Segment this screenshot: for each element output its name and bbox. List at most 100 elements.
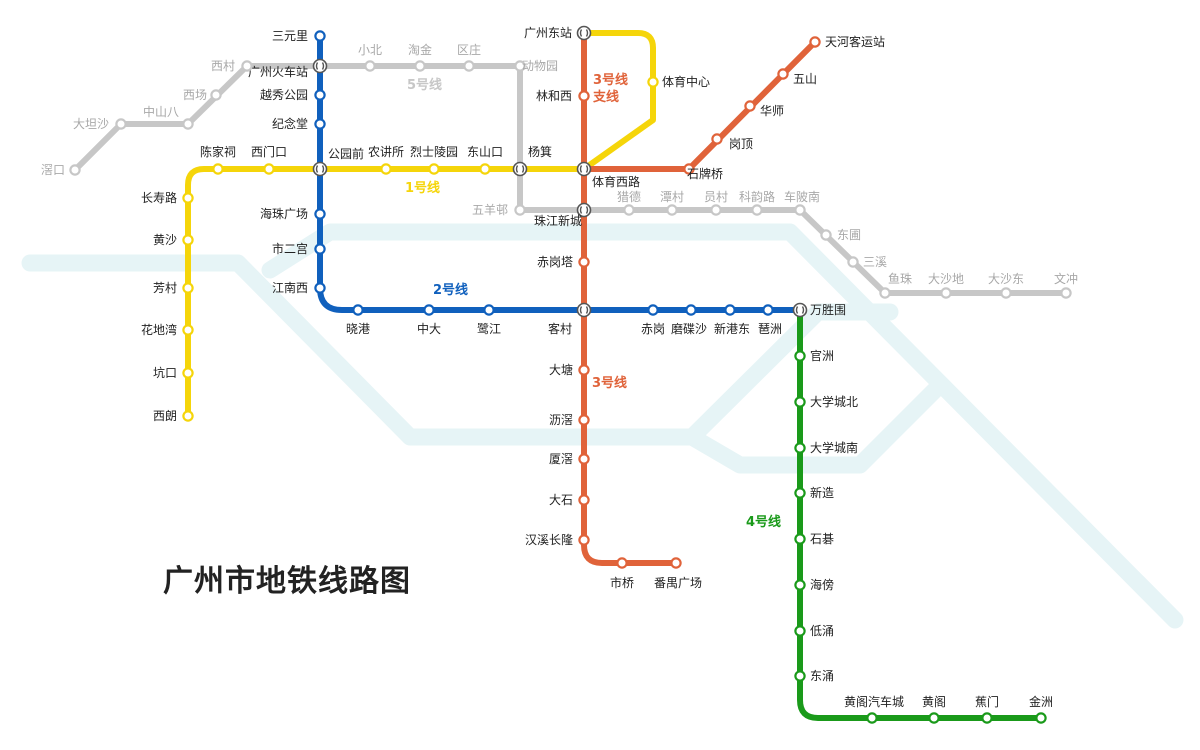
station-xingangdong[interactable]: 新港东 bbox=[714, 304, 750, 336]
station-nongjiangsuo[interactable]: 农讲所 bbox=[368, 144, 404, 175]
station-univ-south[interactable]: 大学城南 bbox=[794, 440, 858, 455]
station-dongshankou[interactable]: 东山口 bbox=[467, 145, 503, 175]
station-marker-icon bbox=[241, 60, 253, 72]
station-huangge-auto[interactable]: 黄阁汽车城 bbox=[844, 694, 904, 724]
station-dashi[interactable]: 大石 bbox=[549, 493, 590, 507]
station-marker-icon bbox=[940, 287, 952, 299]
station-kengkou[interactable]: 坑口 bbox=[153, 365, 194, 380]
station-zoo[interactable]: 动物园 bbox=[514, 59, 558, 73]
station-shipaiqiao[interactable]: 石牌桥 bbox=[683, 163, 723, 181]
station-huadiwan[interactable]: 花地湾 bbox=[141, 322, 194, 337]
station-marker-icon bbox=[578, 256, 590, 268]
station-dongchong[interactable]: 东涌 bbox=[794, 669, 834, 683]
station-wanshengwei[interactable]: 万胜围 bbox=[792, 302, 847, 318]
station-chigang[interactable]: 赤岗 bbox=[641, 304, 665, 336]
station-chigangta[interactable]: 赤岗塔 bbox=[537, 255, 590, 269]
station-liede[interactable]: 猎德 bbox=[617, 189, 641, 216]
station-kecun[interactable]: 客村 bbox=[548, 302, 592, 337]
station-marker-icon bbox=[182, 118, 194, 130]
station-hanxi-changlong[interactable]: 汉溪长隆 bbox=[525, 532, 590, 547]
station-datang[interactable]: 大塘 bbox=[549, 362, 590, 377]
station-ximenkou[interactable]: 西门口 bbox=[251, 144, 287, 175]
station-chebeinan[interactable]: 车陂南 bbox=[784, 189, 820, 216]
line-2-label: 2号线 bbox=[433, 282, 468, 298]
station-zhongda[interactable]: 中大 bbox=[417, 304, 441, 336]
station-yangji[interactable]: 杨箕 bbox=[512, 144, 553, 177]
station-tiyu-xilu[interactable]: 体育西路 bbox=[576, 161, 641, 190]
station-panyu-square[interactable]: 番禺广场 bbox=[654, 557, 702, 590]
station-marker-icon bbox=[820, 229, 832, 241]
station-yuancun[interactable]: 员村 bbox=[704, 190, 728, 216]
station-tancun[interactable]: 潭村 bbox=[660, 190, 684, 216]
station-sanyuanli[interactable]: 三元里 bbox=[272, 29, 326, 43]
station-marker-icon bbox=[423, 304, 435, 316]
station-guangzhou-east[interactable]: 广州东站 bbox=[524, 25, 592, 41]
station-guangzhou-railway[interactable]: 广州火车站 bbox=[248, 58, 328, 80]
station-linhexi[interactable]: 林和西 bbox=[536, 89, 590, 103]
station-memorial-hall[interactable]: 纪念堂 bbox=[272, 116, 326, 131]
transfer-station-icon bbox=[792, 302, 808, 318]
line-1 bbox=[185, 166, 584, 416]
station-xinzao[interactable]: 新造 bbox=[794, 485, 834, 500]
station-wushan[interactable]: 五山 bbox=[777, 68, 817, 86]
station-taojin[interactable]: 淘金 bbox=[408, 42, 432, 72]
station-haibang[interactable]: 海傍 bbox=[794, 577, 834, 592]
station-xiajiao[interactable]: 厦滘 bbox=[549, 452, 590, 466]
station-chentangci[interactable]: 陈家祠 bbox=[200, 144, 236, 175]
station-jinzhou[interactable]: 金洲 bbox=[1029, 694, 1053, 724]
station-changshou-lu[interactable]: 长寿路 bbox=[141, 190, 194, 205]
station-ouzhuang[interactable]: 区庄 bbox=[457, 42, 481, 72]
station-huangsha[interactable]: 黄沙 bbox=[153, 233, 194, 247]
transfer-arrows-icon bbox=[579, 306, 589, 314]
station-pazhou[interactable]: 琶洲 bbox=[758, 304, 782, 336]
station-gangding[interactable]: 岗顶 bbox=[711, 133, 753, 151]
station-zhongshanba[interactable]: 中山八 bbox=[143, 104, 194, 130]
station-huangge[interactable]: 黄阁 bbox=[922, 695, 946, 724]
station-marker-icon bbox=[616, 557, 628, 569]
station-univ-north[interactable]: 大学城北 bbox=[794, 394, 858, 409]
station-marker-icon bbox=[578, 90, 590, 102]
station-dichong[interactable]: 低涌 bbox=[794, 624, 834, 638]
transfer-station-icon bbox=[576, 25, 592, 41]
station-dashadi[interactable]: 大沙地 bbox=[928, 272, 964, 299]
station-yuzhu[interactable]: 鱼珠 bbox=[879, 272, 912, 299]
station-lijiao[interactable]: 沥滘 bbox=[549, 413, 590, 427]
station-lieshilingyuan[interactable]: 烈士陵园 bbox=[410, 145, 458, 175]
transfer-arrows-icon bbox=[795, 306, 805, 314]
station-xichang[interactable]: 西场 bbox=[183, 88, 222, 102]
station-label: 黄阁 bbox=[922, 695, 946, 709]
station-label: 中山八 bbox=[143, 104, 179, 119]
station-marker-icon bbox=[314, 118, 326, 130]
station-xiaobei[interactable]: 小北 bbox=[358, 43, 382, 72]
station-shi-er-gong[interactable]: 市二宫 bbox=[272, 241, 326, 256]
station-dashadong[interactable]: 大沙东 bbox=[988, 272, 1024, 299]
station-label: 厦滘 bbox=[549, 452, 573, 466]
station-dakansha[interactable]: 大坦沙 bbox=[73, 117, 127, 131]
station-fangcun[interactable]: 芳村 bbox=[153, 281, 194, 295]
station-tiyu-zhongxin[interactable]: 体育中心 bbox=[647, 74, 710, 89]
station-xiaogang[interactable]: 晓港 bbox=[346, 304, 370, 336]
station-label: 五山 bbox=[793, 72, 817, 86]
station-ximing[interactable]: 西朗 bbox=[153, 409, 194, 423]
station-jiangnanxi[interactable]: 江南西 bbox=[272, 280, 326, 295]
station-guanzhou[interactable]: 官洲 bbox=[794, 348, 834, 363]
station-tianhe-coach[interactable]: 天河客运站 bbox=[809, 34, 885, 49]
station-lujiang[interactable]: 鹭江 bbox=[477, 304, 501, 336]
station-shiqiao[interactable]: 市桥 bbox=[610, 557, 634, 590]
station-wuyangcun[interactable]: 五羊邨 bbox=[472, 202, 526, 217]
station-sanxi[interactable]: 三溪 bbox=[847, 255, 887, 269]
station-shibei[interactable]: 石碁 bbox=[794, 532, 834, 546]
station-dongpu[interactable]: 东圃 bbox=[820, 228, 861, 242]
station-haizhu-square[interactable]: 海珠广场 bbox=[260, 206, 326, 221]
line-3-branch-label-b: 支线 bbox=[592, 89, 619, 105]
station-gongyuanqian[interactable]: 公园前 bbox=[312, 146, 365, 177]
station-xicun[interactable]: 西村 bbox=[211, 59, 253, 73]
station-mopansha[interactable]: 磨碟沙 bbox=[671, 304, 707, 336]
station-jiaomen[interactable]: 蕉门 bbox=[975, 694, 999, 724]
station-huashi[interactable]: 华师 bbox=[744, 100, 784, 118]
station-kecun-road[interactable]: 科韵路 bbox=[739, 189, 775, 216]
station-zhujiang-new-town[interactable]: 珠江新城 bbox=[534, 202, 592, 229]
station-yuexiu-park[interactable]: 越秀公园 bbox=[260, 88, 326, 102]
station-jiaokou[interactable]: 滘口 bbox=[41, 163, 81, 177]
station-wenchong[interactable]: 文冲 bbox=[1054, 271, 1078, 299]
